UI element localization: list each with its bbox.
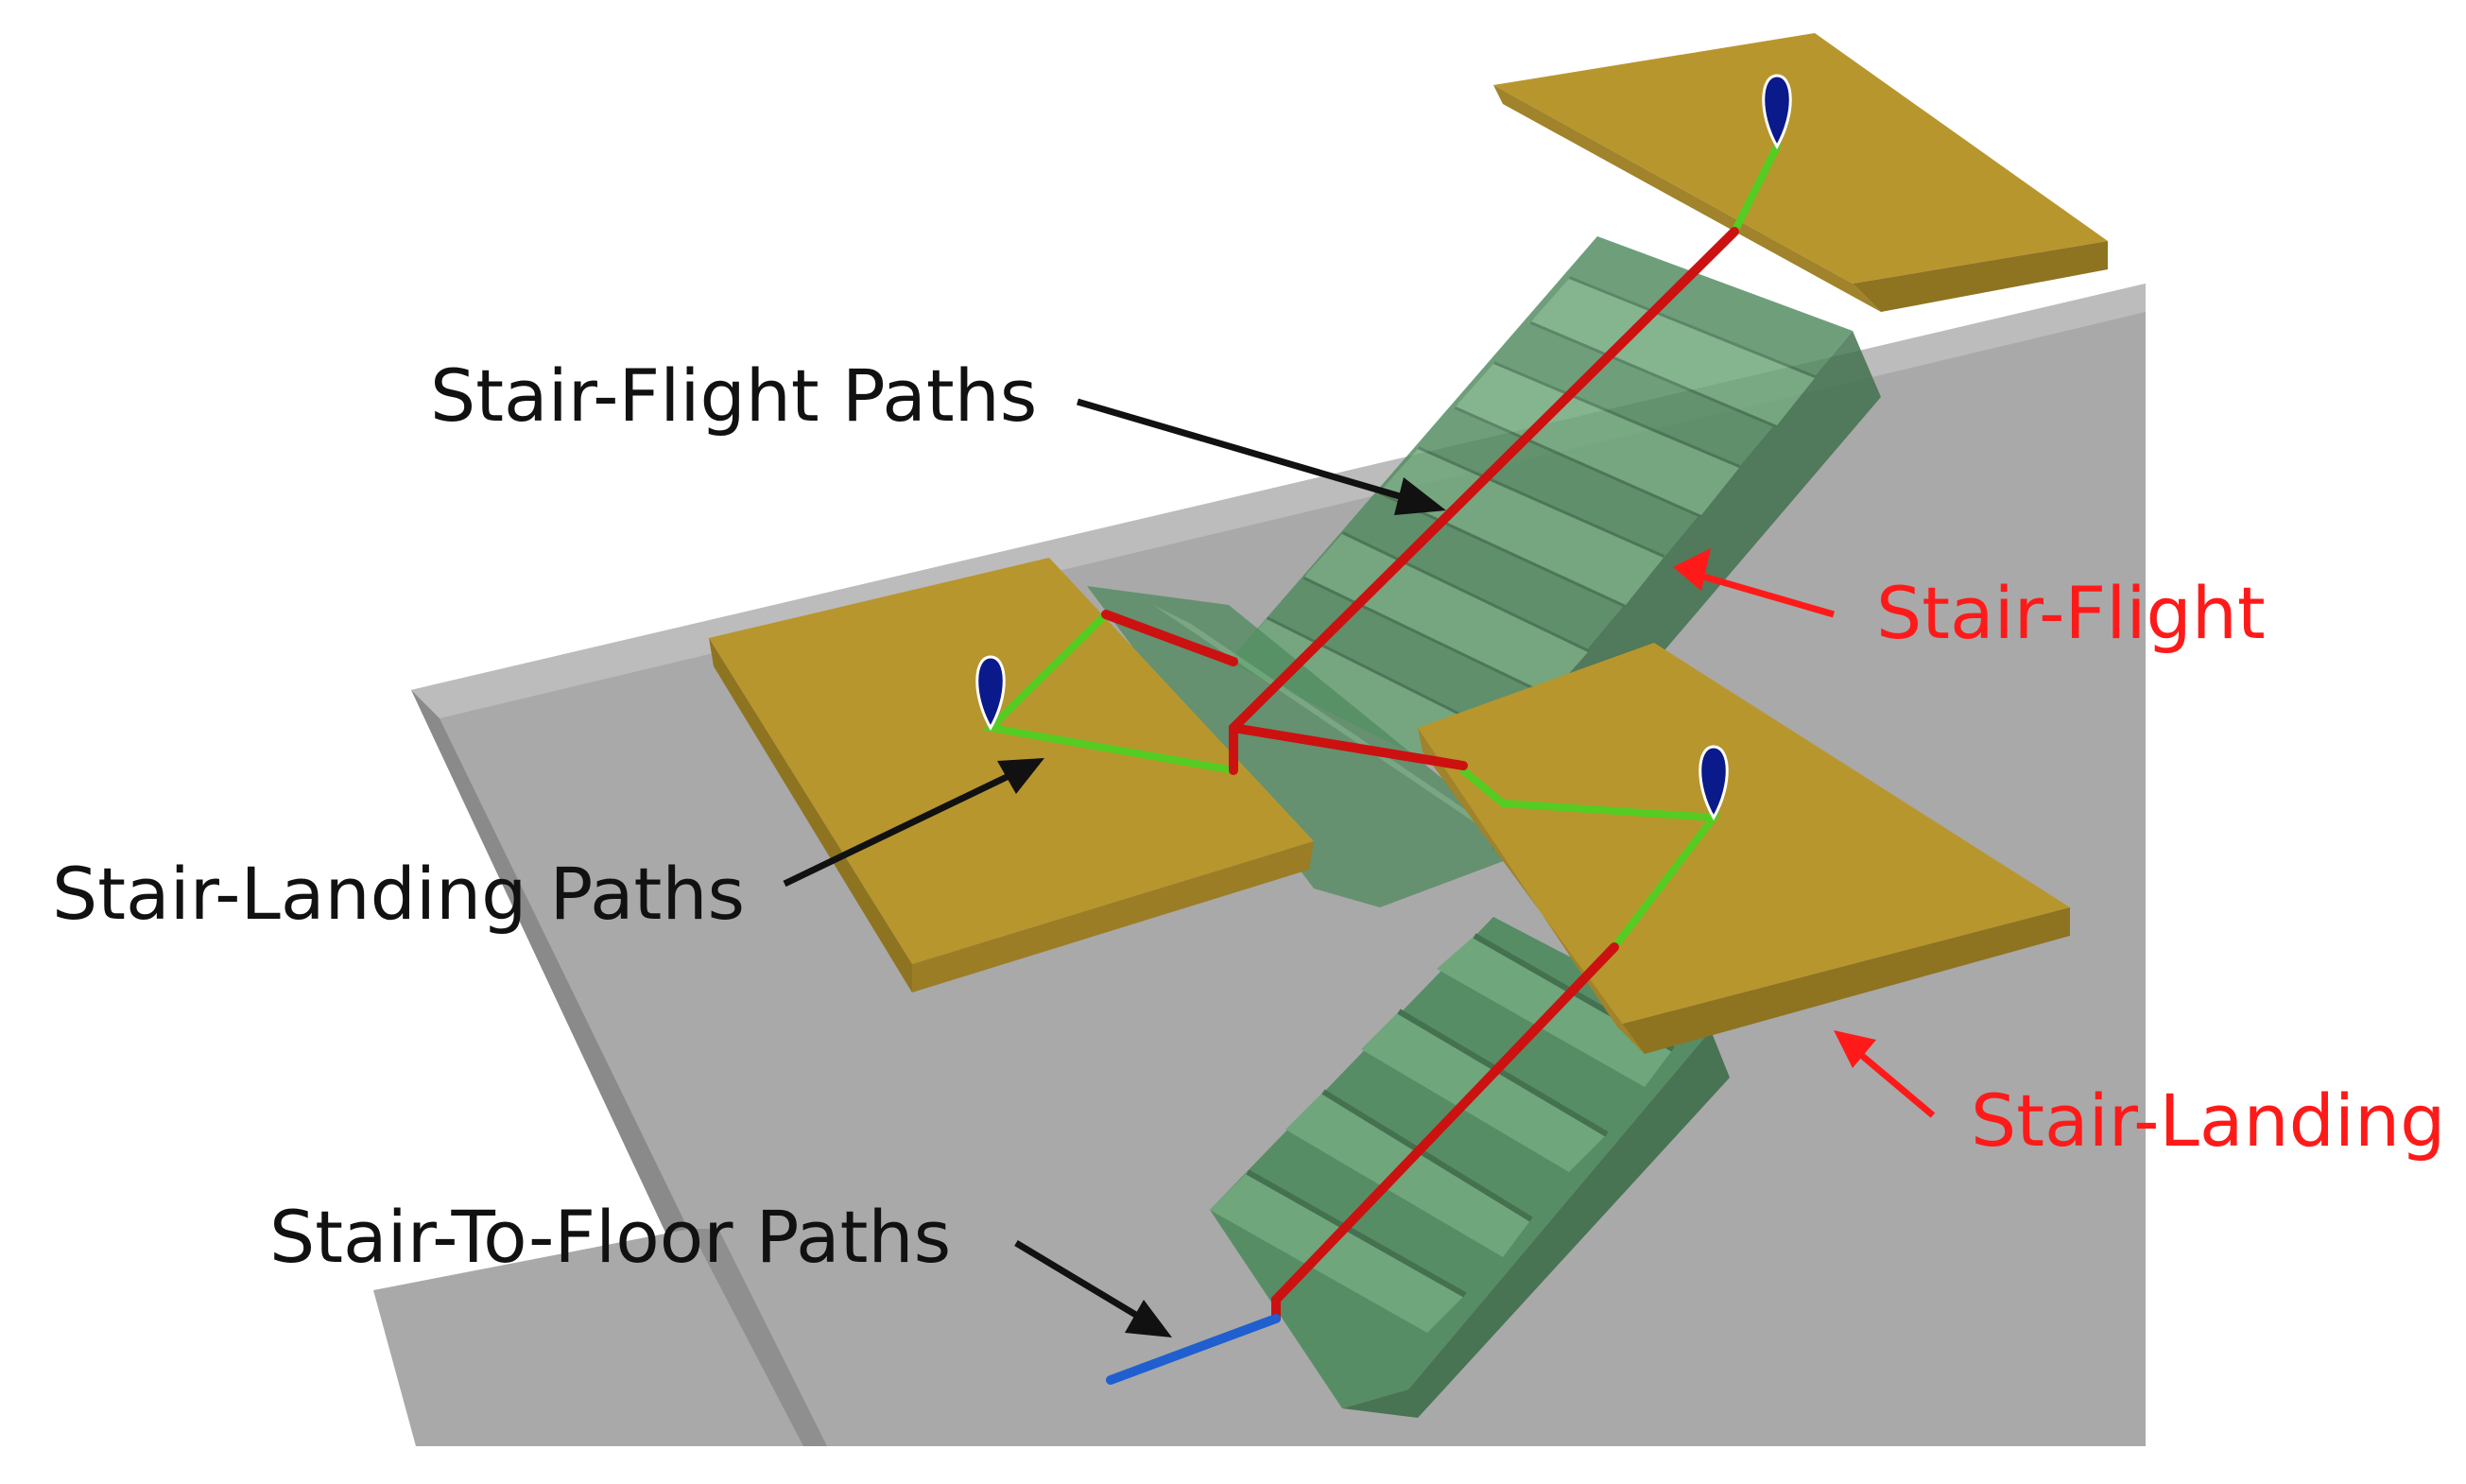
upper-landing [1493,33,2108,312]
stair-flight-paths-label: Stair-Flight Paths [430,354,1037,438]
right-landing [1418,643,2070,1054]
arrow-icon [1077,398,1446,515]
lower-floor-slab [373,1229,827,1446]
location-marker-icon [1762,74,1792,150]
stair-landing-paths-label: Stair-Landing Paths [52,852,745,936]
stair-flight-label: Stair-Flight [1876,571,2266,655]
arrow-icon [1014,1239,1172,1337]
stair-flight-path-lines [1101,227,1739,1323]
stair-to-floor-path-line [1106,1314,1281,1385]
location-marker-icon [975,655,1006,732]
location-marker-icon [1699,745,1729,821]
arrow-icon [783,758,1044,888]
arrow-icon [1673,548,1835,618]
arrow-icon [1834,1030,1936,1118]
stair-to-floor-paths-label: Stair-To-Floor Paths [269,1195,951,1279]
stair-landing-label: Stair-Landing [1971,1078,2445,1163]
lower-stair-flight [1210,917,1730,1418]
middle-stair-flight [1087,586,1531,907]
